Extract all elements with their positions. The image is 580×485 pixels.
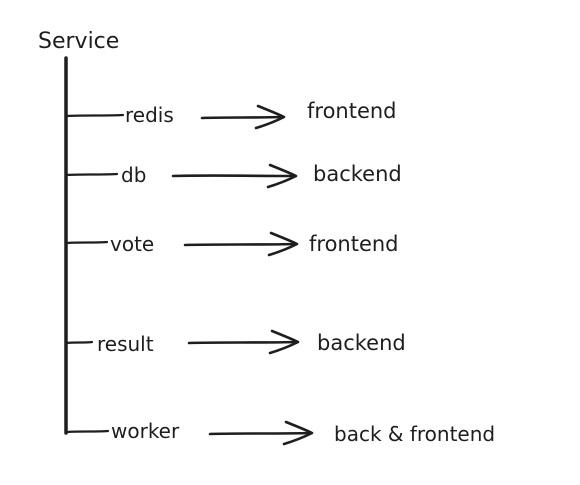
- target-label-worker: back & frontend: [334, 422, 495, 446]
- branch-connector: [65, 429, 110, 434]
- arrow-icon: [208, 420, 314, 446]
- node-label-worker: worker: [111, 419, 180, 443]
- target-label-db: backend: [313, 162, 402, 186]
- branch-connector: [65, 113, 125, 118]
- trunk-line: [63, 56, 69, 435]
- target-label-redis: frontend: [307, 99, 397, 123]
- target-label-result: backend: [317, 331, 406, 355]
- root-label: Service: [38, 29, 119, 54]
- branch-connector: [65, 340, 94, 345]
- node-label-db: db: [121, 163, 146, 187]
- arrow-icon: [200, 104, 286, 130]
- arrow-icon: [183, 231, 299, 257]
- tree-branch-db: db backend: [65, 162, 402, 189]
- tree-branch-vote: vote frontend: [65, 231, 399, 257]
- arrow-icon: [171, 163, 298, 189]
- node-label-result: result: [97, 332, 154, 356]
- node-label-redis: redis: [125, 103, 174, 127]
- tree-branch-worker: worker back & frontend: [65, 419, 495, 446]
- tree-branch-result: result backend: [65, 329, 406, 356]
- branch-connector: [65, 172, 119, 177]
- node-label-vote: vote: [110, 232, 154, 256]
- arrow-icon: [187, 329, 300, 355]
- target-label-vote: frontend: [309, 232, 399, 256]
- branch-connector: [65, 240, 109, 245]
- tree-branch-redis: redis frontend: [65, 99, 397, 130]
